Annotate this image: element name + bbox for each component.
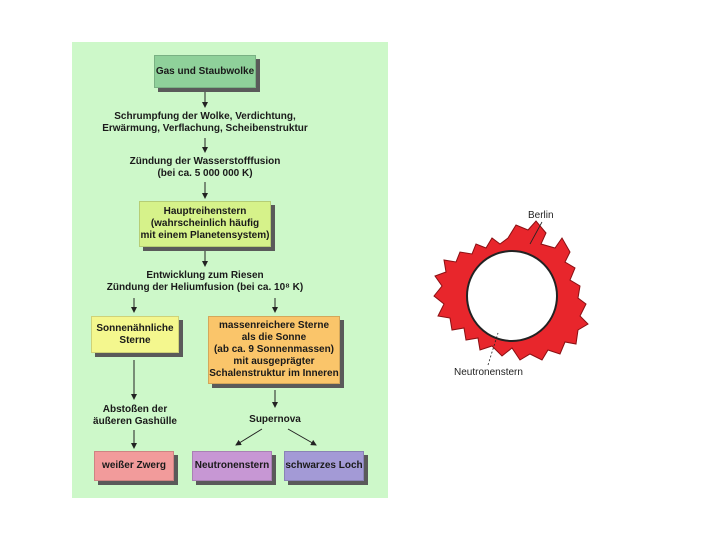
- massive-label: massenreichere Sterne als die Sonne (ab …: [209, 320, 339, 379]
- arrow-10: [235, 428, 263, 446]
- gas-cloud-box: Gas und Staubwolke: [154, 55, 256, 88]
- giant-text: Entwicklung zum Riesen Zündung der Heliu…: [106, 270, 304, 293]
- white-dwarf-box: weißer Zwerg: [94, 451, 174, 481]
- contraction-text: Schrumpfung der Wolke, Verdichtung, Erwä…: [102, 111, 308, 134]
- neutron-star-box: Neutronenstern: [192, 451, 272, 481]
- black-hole-box: schwarzes Loch: [284, 451, 364, 481]
- gas-cloud-label: Gas und Staubwolke: [155, 65, 255, 77]
- ignition-text: Zündung der Wasserstofffusion (bei ca. 5…: [129, 156, 281, 179]
- black-hole-label: schwarzes Loch: [285, 460, 363, 471]
- neutron-star-illustration: [433, 220, 589, 366]
- berlin-label: Berlin: [528, 210, 554, 221]
- neutronenstern-label: Neutronenstern: [454, 367, 523, 378]
- supernova-text: Supernova: [249, 414, 301, 425]
- main-sequence-box: Hauptreihenstern (wahrscheinlich häufig …: [139, 201, 271, 247]
- neutronenstern-pointer: [487, 332, 499, 366]
- flowchart-panel: [72, 42, 388, 498]
- neutron-star-circle: [466, 250, 558, 342]
- neutron-star-label: Neutronenstern: [194, 460, 270, 471]
- massive-box: massenreichere Sterne als die Sonne (ab …: [208, 316, 340, 384]
- berlin-pointer: [529, 221, 543, 245]
- shedding-text: Abstoßen der äußeren Gashülle: [93, 404, 177, 427]
- main-sequence-label: Hauptreihenstern (wahrscheinlich häufig …: [140, 206, 270, 241]
- arrow-11: [287, 428, 317, 446]
- sunlike-label: Sonnenähnliche Sterne: [96, 322, 174, 346]
- white-dwarf-label: weißer Zwerg: [102, 460, 166, 471]
- sunlike-box: Sonnenähnliche Sterne: [91, 316, 179, 353]
